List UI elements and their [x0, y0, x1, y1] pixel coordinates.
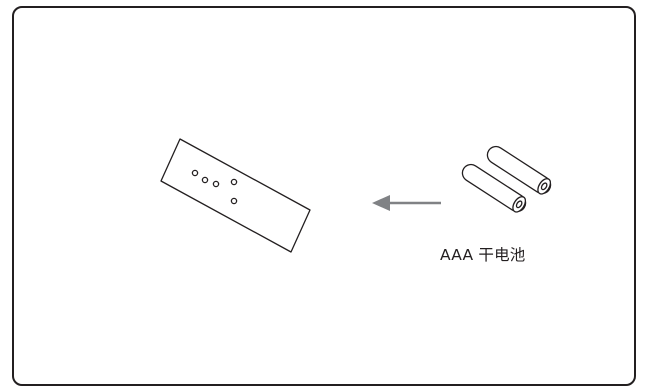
battery-front	[461, 163, 527, 213]
arrow-left-icon	[372, 195, 441, 211]
remote-button	[230, 178, 238, 186]
remote-control-icon	[160, 138, 311, 253]
remote-button	[212, 180, 220, 188]
battery-caption: AAA 干电池	[440, 246, 526, 264]
remote-body-outline	[160, 138, 311, 253]
remote-button	[230, 197, 238, 205]
figure-frame	[12, 6, 636, 386]
remote-button	[201, 176, 209, 184]
battery-back	[486, 145, 552, 195]
remote-button	[191, 169, 199, 177]
illustration-canvas	[160, 138, 552, 253]
arrow-head	[372, 195, 390, 211]
aaa-batteries-icon	[461, 145, 552, 213]
